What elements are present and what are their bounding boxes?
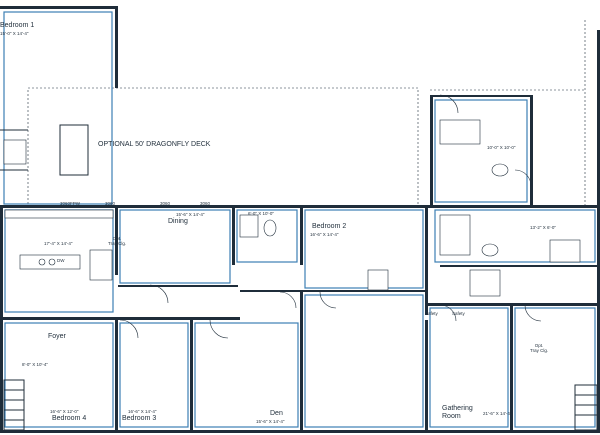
- dining-dimensions: 15'-6" X 14'-4": [176, 212, 205, 217]
- optional-deck-outline: [27, 87, 419, 207]
- dining-label: Dining: [168, 218, 188, 225]
- deck-label: OPTIONAL 50' DRAGONFLY DECK: [98, 141, 211, 148]
- den-label: Den: [270, 410, 283, 417]
- kitchen-fixtures: [4, 209, 114, 281]
- safety-label-b: Safety: [452, 311, 465, 316]
- dishwasher-label: DW: [57, 258, 65, 263]
- bedroom-4-dimensions: 16'-6" X 12'-0": [50, 409, 79, 414]
- den-dimensions: 15'-6" X 14'-4": [256, 419, 285, 424]
- safety-label-a: Safety: [425, 311, 438, 316]
- bedroom-3-label: Bedroom 3: [122, 415, 157, 422]
- kitchen-ceiling-note: Opt. Tray Clg.: [108, 236, 127, 246]
- door-swings: [119, 94, 542, 339]
- entry-steps: [3, 379, 598, 431]
- bedroom-2-label: Bedroom 2: [312, 223, 347, 230]
- roof-lines: [430, 20, 586, 205]
- kitchen-dimensions: 17'-4" X 14'-4": [44, 241, 73, 246]
- bedroom-3-dimensions: 16'-6" X 14'-4": [128, 409, 157, 414]
- window-label-1: 3060FPW: [60, 201, 81, 206]
- gathering-room-dimensions: 21'-6" X 14'-4": [483, 411, 512, 416]
- bedroom-1-label: Bedroom 1: [0, 22, 35, 29]
- window-label-3: 3060: [160, 201, 171, 206]
- gathering-ceiling-note: Opt. Tray Clg.: [530, 343, 549, 353]
- interior-walls: [115, 95, 600, 430]
- upper-bath-dimensions: 10'-0" X 10'-0": [487, 145, 516, 150]
- bedroom-1-dimensions: 15'-0" X 14'-4": [0, 31, 29, 36]
- window-label-2: 3060: [105, 201, 116, 206]
- gathering-room-label: Gathering Room: [442, 405, 473, 420]
- bedroom-1-walls: [0, 6, 118, 205]
- bath-fixtures: [239, 119, 581, 297]
- window-label-4: 3060: [200, 201, 211, 206]
- room-outlines: [4, 99, 596, 428]
- right-bath-dimensions: 13'-2" X 6'-0": [530, 225, 556, 230]
- pantry-dimensions: 6'-0" X 10'-0": [248, 211, 274, 216]
- bedroom-2-dimensions: 16'-6" X 14'-4": [310, 232, 339, 237]
- mudroom-dimensions: 8'-0" X 10'-4": [22, 362, 48, 367]
- bedroom-4-label: Bedroom 4: [52, 415, 87, 422]
- foyer-label: Foyer: [48, 333, 66, 340]
